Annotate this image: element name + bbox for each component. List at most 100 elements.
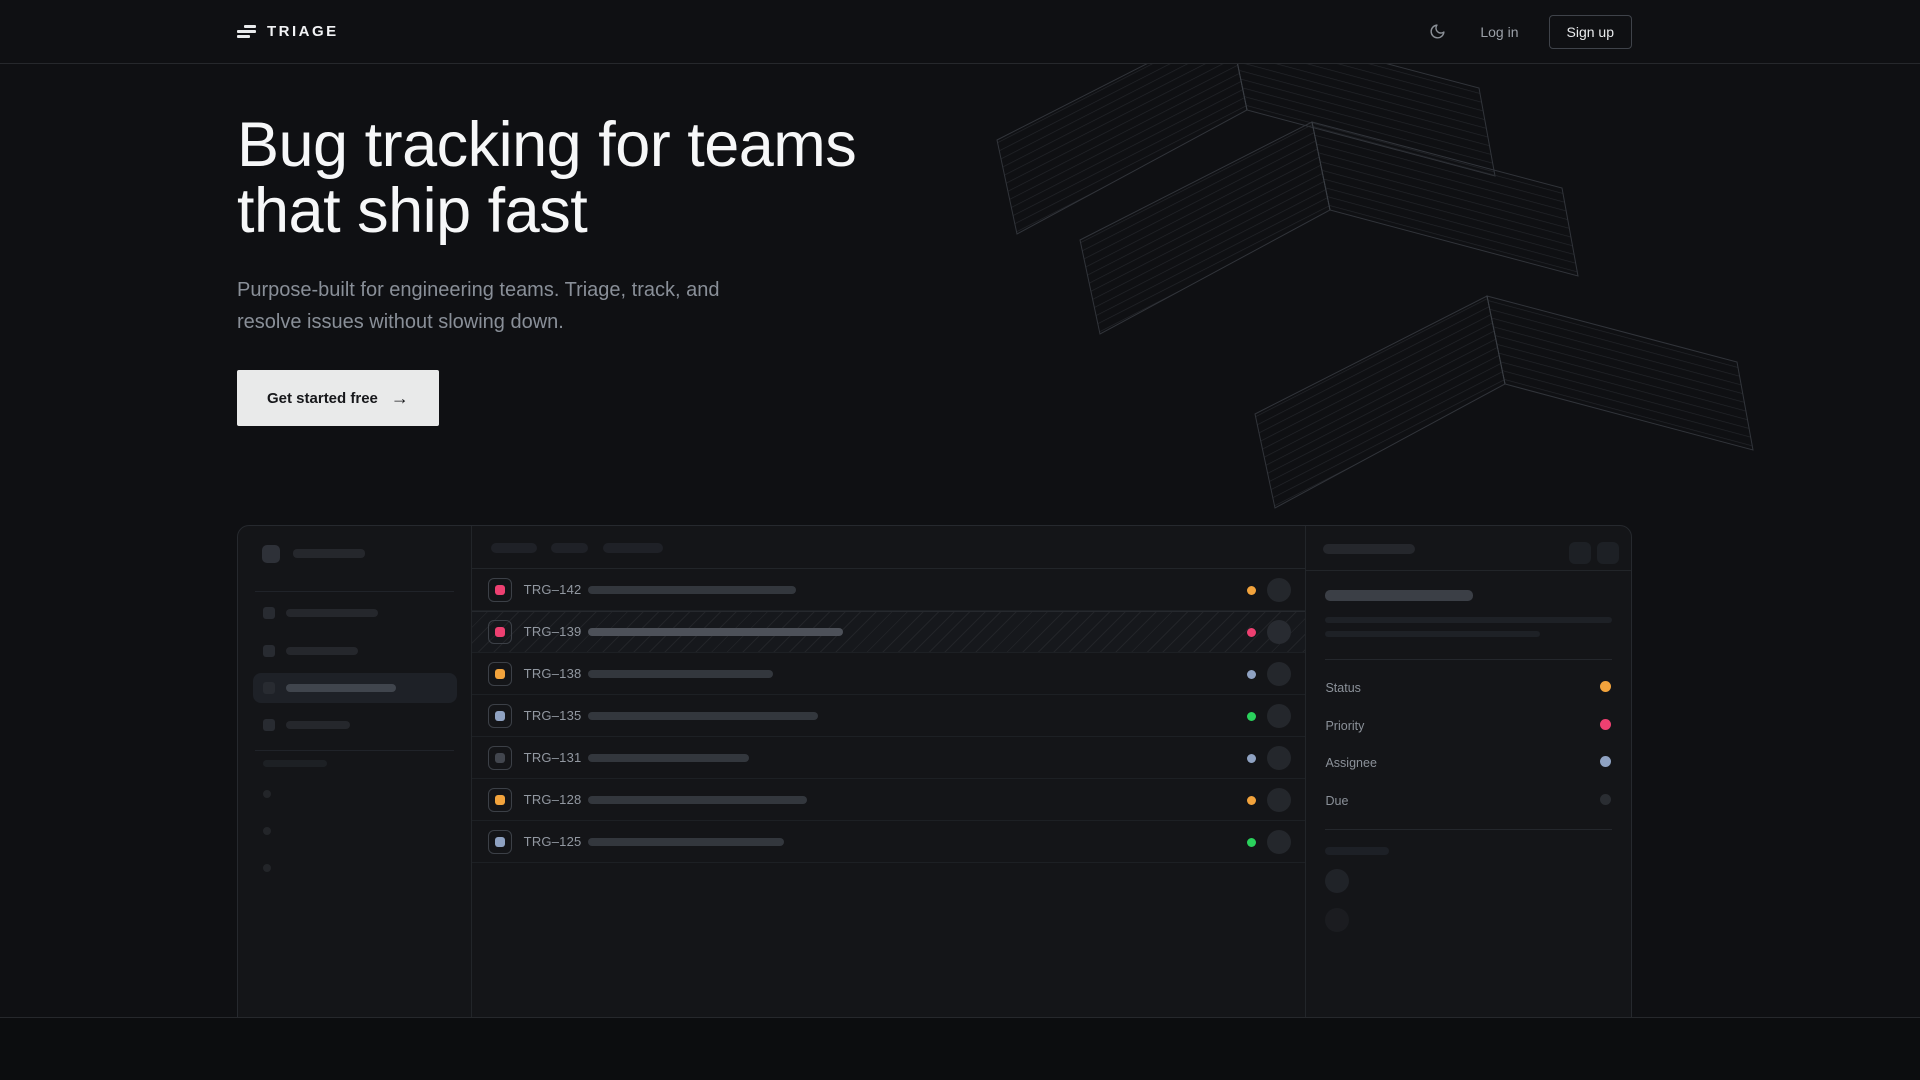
- list-header: [471, 526, 1306, 569]
- status-dot: [1247, 628, 1257, 637]
- skeleton-title-bar: [587, 586, 796, 594]
- status-dot: [1600, 681, 1611, 692]
- skeleton-title: [1325, 590, 1474, 601]
- detail-field-priority: Priority: [1325, 717, 1611, 733]
- status-dot: [1247, 838, 1257, 847]
- issue-key: TRG–128: [523, 792, 582, 807]
- status-dot: [1247, 670, 1257, 679]
- status-dot: [1247, 796, 1257, 805]
- divider: [1325, 829, 1612, 830]
- priority-icon: [487, 788, 512, 812]
- field-label: Status: [1325, 681, 1361, 695]
- issue-row: TRG–125: [471, 821, 1306, 863]
- theme-toggle-button[interactable]: [1425, 19, 1450, 44]
- skeleton-title-bar: [587, 838, 784, 846]
- avatar: [1267, 578, 1292, 602]
- avatar: [1325, 869, 1350, 893]
- skeleton-button: [1597, 542, 1619, 564]
- priority-icon: [487, 578, 512, 602]
- priority-icon: [487, 746, 512, 770]
- signup-button[interactable]: Sign up: [1548, 14, 1632, 49]
- top-navbar: TRIAGE Log in Sign up: [0, 0, 1920, 64]
- skeleton-title-bar: [587, 670, 773, 678]
- skeleton-dot: [263, 790, 271, 798]
- skeleton-bar: [1323, 544, 1416, 554]
- skeleton-bar: [286, 647, 358, 655]
- issue-row: TRG–128: [471, 779, 1306, 821]
- priority-dot: [1600, 719, 1611, 730]
- skeleton-bar: [286, 609, 378, 617]
- skeleton-button: [1569, 542, 1591, 564]
- divider: [1325, 659, 1612, 660]
- skeleton-bar: [286, 684, 396, 692]
- issue-row: TRG–131: [471, 737, 1306, 779]
- skeleton-tab: [550, 543, 588, 553]
- issue-key: TRG–138: [523, 666, 582, 681]
- skeleton-line: [1325, 617, 1613, 623]
- app-mockup: TRG–142 TRG–139 TRG–138: [237, 525, 1632, 1017]
- skeleton-dot: [263, 864, 271, 872]
- footer-band: [0, 1018, 1920, 1080]
- issue-key: TRG–135: [523, 708, 582, 723]
- brand: TRIAGE: [237, 23, 339, 40]
- issue-row: TRG–135: [471, 695, 1306, 737]
- mockup-sidebar: [238, 526, 472, 1017]
- divider: [255, 750, 454, 751]
- priority-icon: [487, 704, 512, 728]
- title-line-2: that ship fast: [237, 176, 588, 246]
- subtitle-line-1: Purpose-built for engineering teams. Tri…: [237, 279, 720, 301]
- subtitle-line-2: resolve issues without slowing down.: [237, 311, 564, 333]
- field-label: Assignee: [1325, 756, 1377, 770]
- status-dot: [1247, 754, 1257, 763]
- fade-overlay: [1306, 934, 1631, 1017]
- avatar: [1325, 908, 1350, 932]
- field-label: Priority: [1325, 719, 1365, 733]
- issue-key: TRG–139: [523, 624, 582, 639]
- skeleton-bar: [293, 549, 365, 558]
- avatar: [1267, 620, 1292, 644]
- wireframe-decoration: [996, 64, 1754, 509]
- skeleton-label: [1325, 847, 1390, 855]
- hero-subtitle: Purpose-built for engineering teams. Tri…: [237, 274, 937, 338]
- hero-section: Bug tracking for teams that ship fast Pu…: [0, 64, 1920, 1018]
- get-started-button[interactable]: Get started free →: [237, 370, 439, 426]
- issue-row: TRG–142: [471, 569, 1306, 611]
- skeleton-bar: [286, 721, 350, 729]
- issue-key: TRG–142: [523, 582, 582, 597]
- moon-icon: [1430, 24, 1445, 39]
- skeleton-icon: [263, 645, 275, 657]
- avatar: [1267, 662, 1292, 686]
- assignee-dot: [1600, 756, 1611, 767]
- triage-logo-icon: [237, 24, 256, 40]
- issue-row-selected: TRG–139: [471, 611, 1306, 653]
- hero-content: Bug tracking for teams that ship fast Pu…: [237, 64, 937, 426]
- login-link[interactable]: Log in: [1480, 23, 1519, 40]
- detail-field-due: Due: [1325, 792, 1611, 808]
- skeleton-dot: [263, 827, 271, 835]
- skeleton-title-bar: [587, 712, 818, 720]
- skeleton-icon: [263, 682, 275, 694]
- mockup-issue-list: TRG–142 TRG–139 TRG–138: [471, 526, 1306, 1017]
- priority-icon: [487, 662, 512, 686]
- skeleton-label: [263, 760, 327, 767]
- skeleton-icon: [263, 607, 275, 619]
- workspace-icon: [262, 545, 280, 563]
- skeleton-title-bar: [587, 628, 843, 636]
- avatar: [1267, 830, 1292, 854]
- brand-name: TRIAGE: [267, 23, 339, 40]
- mockup-detail-panel: Status Priority Assignee Due: [1305, 526, 1631, 1017]
- skeleton-line: [1325, 631, 1541, 637]
- detail-field-assignee: Assignee: [1325, 754, 1611, 770]
- issue-key: TRG–125: [523, 834, 582, 849]
- avatar: [1267, 788, 1292, 812]
- field-label: Due: [1325, 794, 1349, 808]
- title-line-1: Bug tracking for teams: [237, 110, 857, 180]
- issue-row: TRG–138: [471, 653, 1306, 695]
- skeleton-tab: [602, 543, 663, 553]
- nav-actions: Log in Sign up: [1425, 14, 1632, 49]
- divider: [255, 591, 454, 592]
- priority-icon: [487, 830, 512, 854]
- due-dot: [1600, 794, 1611, 805]
- skeleton-icon: [263, 719, 275, 731]
- arrow-right-icon: →: [390, 387, 409, 408]
